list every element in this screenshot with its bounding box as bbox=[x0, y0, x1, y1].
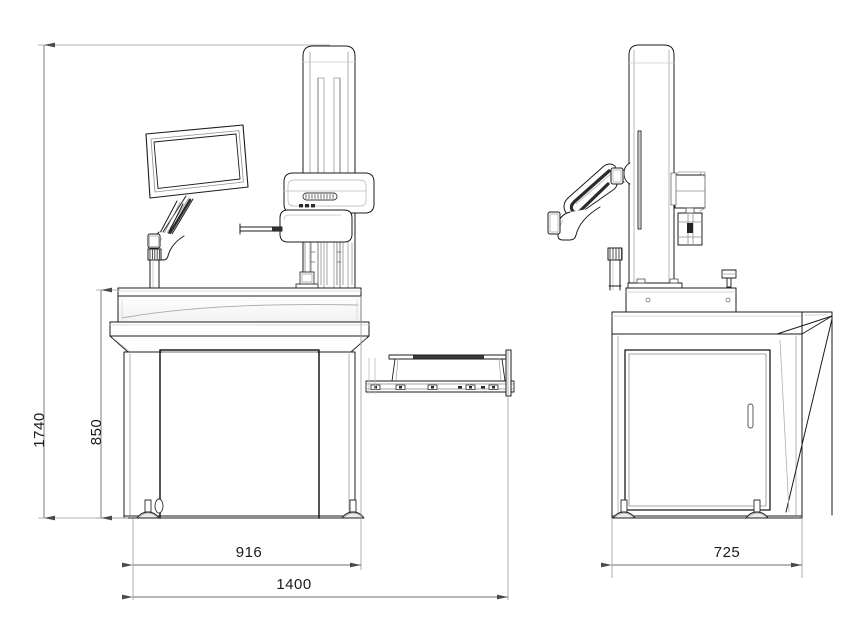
extension-lines bbox=[38, 44, 803, 600]
dimension-overall-height: 1740 bbox=[31, 42, 55, 521]
monitor-support-arm bbox=[147, 195, 194, 261]
machine-table-top bbox=[117, 287, 362, 323]
lower-cabinet-enclosure bbox=[123, 349, 356, 519]
optical-measuring-head bbox=[283, 172, 375, 214]
dimension-value-1400: 1400 bbox=[276, 576, 311, 593]
side-view bbox=[547, 44, 833, 519]
keyboard-slide-tray bbox=[365, 349, 515, 397]
leveling-foot-right bbox=[341, 499, 365, 519]
dimension-layer: 1740 850 916 1400 725 bbox=[31, 42, 803, 600]
dimension-value-850: 850 bbox=[88, 419, 105, 446]
probe-arm bbox=[239, 223, 283, 235]
drive-motor-housing bbox=[670, 171, 706, 212]
monitor-display bbox=[145, 124, 249, 199]
front-view bbox=[109, 45, 515, 519]
angled-side-panel bbox=[776, 315, 833, 516]
cabinet-door-handle bbox=[747, 403, 754, 429]
z-axis-rails bbox=[295, 242, 353, 289]
side-monitor-support-arm bbox=[547, 163, 624, 291]
leveling-foot-left bbox=[136, 498, 164, 519]
side-leveling-foot-left bbox=[612, 499, 636, 519]
z-axis-carriage bbox=[677, 207, 703, 246]
side-vertical-column bbox=[628, 44, 675, 290]
side-machine-table-top bbox=[611, 311, 833, 335]
side-leveling-foot-right bbox=[745, 499, 769, 519]
dimension-table-height: 850 bbox=[88, 287, 112, 521]
illuminator-housing bbox=[279, 209, 353, 243]
dimension-value-1740: 1740 bbox=[31, 412, 48, 447]
dimension-overall-width: 1400 bbox=[122, 576, 508, 600]
dimension-cabinet-width: 916 bbox=[122, 544, 361, 568]
monitor-arm-post bbox=[149, 259, 160, 291]
dimension-value-725: 725 bbox=[714, 544, 741, 561]
control-knob bbox=[721, 269, 737, 288]
table-apron bbox=[109, 321, 370, 353]
dimension-overall-depth: 725 bbox=[601, 544, 802, 568]
dimension-value-916: 916 bbox=[236, 544, 263, 561]
cabinet-door bbox=[624, 349, 771, 511]
